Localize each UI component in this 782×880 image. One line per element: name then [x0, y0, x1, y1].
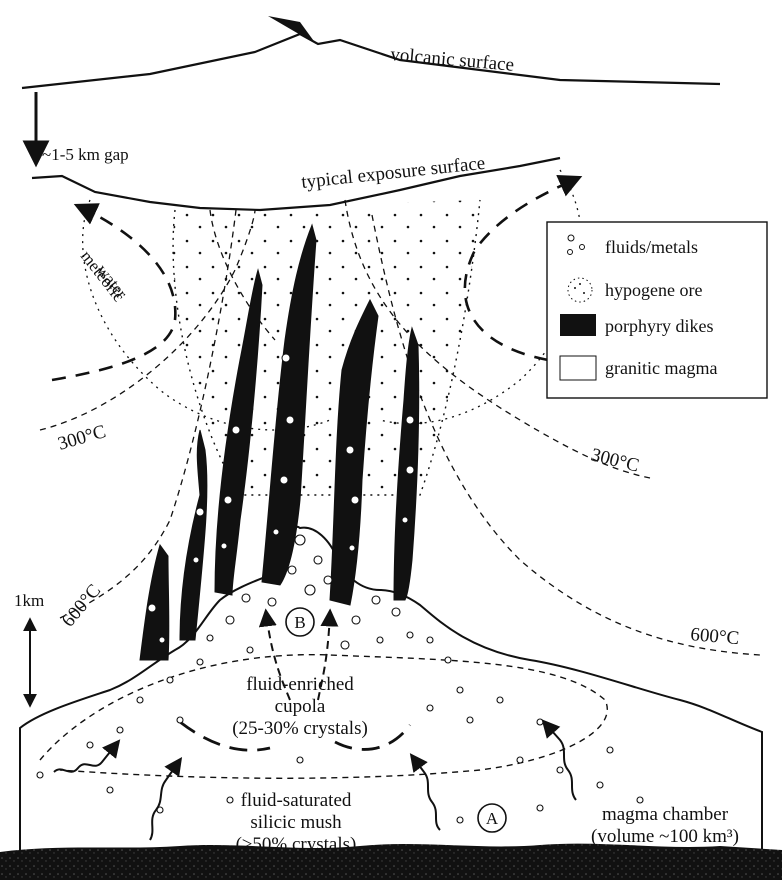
marker-b-label: B — [294, 613, 305, 632]
mush-label-group: fluid-saturated silicic mush (≥50% cryst… — [236, 790, 357, 855]
mush-label-2: silicic mush — [250, 812, 342, 833]
legend-label-ore: hypogene ore — [605, 280, 702, 300]
isotherm-600-right: 600°C — [690, 624, 740, 649]
legend-label-dikes: porphyry dikes — [605, 316, 713, 336]
chamber-label-group: magma chamber (volume ~100 km³) — [591, 804, 739, 847]
legend-label-magma: granitic magma — [605, 358, 717, 378]
legend: fluids/metals hypogene ore porphyry dike… — [547, 222, 767, 398]
hypogene-ore-zone — [173, 200, 480, 495]
marker-a: A — [478, 804, 506, 832]
gap-label: ~1-5 km gap — [42, 145, 129, 164]
cupola-label-1: fluid-enriched — [246, 674, 354, 695]
legend-label-fluids: fluids/metals — [605, 237, 698, 257]
mush-label-1: fluid-saturated — [241, 790, 352, 811]
volcanic-surface: volcanic surface — [22, 16, 720, 88]
exposure-surface-label: typical exposure surface — [300, 153, 486, 193]
chamber-label-1: magma chamber — [602, 804, 729, 825]
volcanic-surface-label: volcanic surface — [390, 44, 515, 76]
scale-label: 1km — [14, 591, 44, 610]
magma-swatch-icon — [560, 356, 596, 380]
isotherm-600-left: 600°C — [58, 580, 105, 631]
porphyry-dike — [180, 430, 207, 640]
dike-swatch-icon — [560, 314, 596, 336]
chamber-base — [0, 844, 782, 880]
depth-gap-indicator: ~1-5 km gap — [36, 92, 129, 164]
legend-item-dikes: porphyry dikes — [560, 314, 713, 336]
legend-item-magma: granitic magma — [560, 356, 717, 380]
marker-a-label: A — [486, 809, 499, 828]
scale-bar: 1km — [14, 591, 44, 705]
isotherm-300-left: 300°C — [56, 421, 109, 455]
porphyry-dike — [140, 545, 169, 660]
cupola-label-3: (25-30% crystals) — [232, 718, 368, 739]
marker-b: B — [286, 608, 314, 636]
chamber-label-2: (volume ~100 km³) — [591, 826, 739, 847]
cupola-label-2: cupola — [275, 696, 326, 717]
isotherm-300-right: 300°C — [589, 444, 641, 476]
